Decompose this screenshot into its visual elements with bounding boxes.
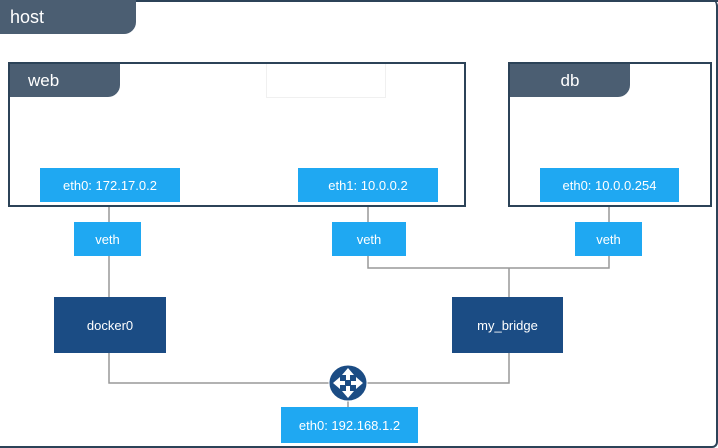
- web-label: web: [10, 64, 120, 97]
- veth-web-eth1: veth: [332, 222, 406, 256]
- veth-web-eth0: veth: [74, 222, 141, 256]
- web-eth0-interface: eth0: 172.17.0.2: [40, 168, 180, 202]
- host-eth0-interface: eth0: 192.168.1.2: [281, 407, 418, 443]
- wire-docker0-to-router: [108, 353, 330, 384]
- veth-db-eth0: veth: [575, 222, 642, 256]
- web-eth1-interface: eth1: 10.0.0.2: [298, 168, 438, 202]
- db-label: db: [510, 64, 630, 97]
- docker0-bridge: docker0: [54, 297, 166, 353]
- wire-my-bridge-to-router: [366, 353, 510, 384]
- wire-veth-to-bridge-junction: [367, 256, 610, 269]
- my-bridge: my_bridge: [452, 297, 563, 353]
- db-eth0-interface: eth0: 10.0.0.254: [540, 168, 679, 202]
- router-icon: [328, 364, 368, 402]
- host-label: host: [0, 0, 136, 34]
- host-frame-top-border: [136, 0, 718, 2]
- web-container-highlight: [266, 64, 386, 98]
